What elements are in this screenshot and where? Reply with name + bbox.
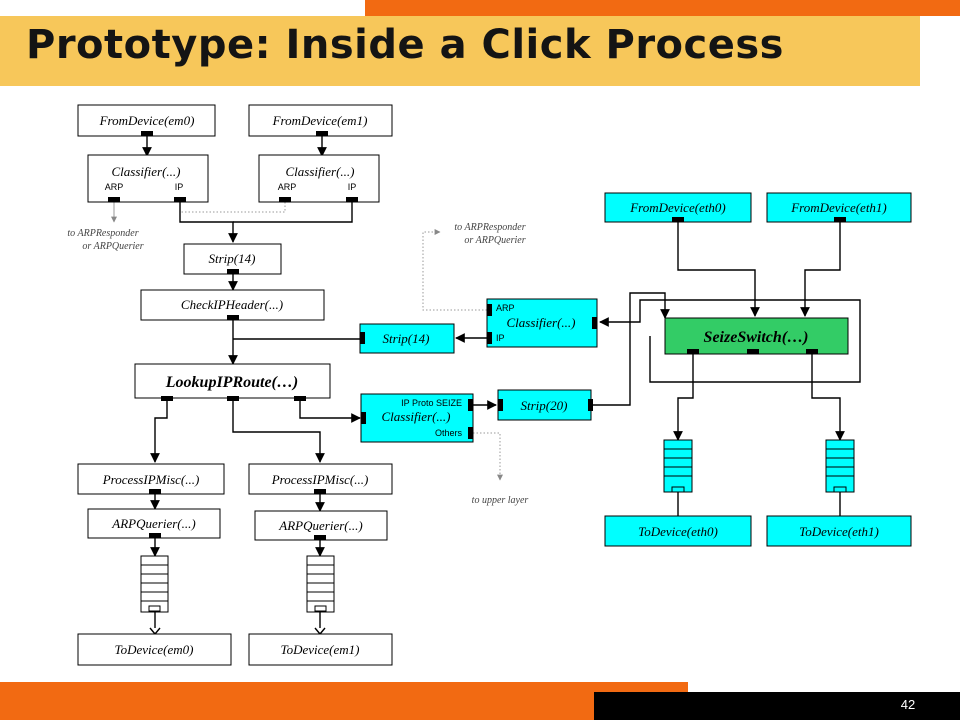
- bottom-accent-bar: [0, 682, 688, 720]
- from-device-em1-box: [248, 104, 393, 137]
- seizeswitch-box: [664, 317, 849, 355]
- classifier-em1-arp-port: ARP: [278, 182, 297, 192]
- classifier-em1-ip-port: IP: [348, 182, 357, 192]
- title-band: [0, 16, 920, 86]
- to-device-em1-label: ToDevice(em1): [281, 642, 360, 657]
- from-device-eth1-label: FromDevice(eth1): [790, 200, 887, 215]
- note-arp-left-1: to ARPResponder: [67, 228, 138, 239]
- to-device-eth0-label: ToDevice(eth0): [638, 524, 718, 539]
- to-device-eth1-box: [766, 515, 912, 547]
- strip14-middle-box: [359, 323, 455, 354]
- queue-eth1-icon: [825, 439, 855, 493]
- processipmisc-a-label: ProcessIPMisc(...): [102, 472, 200, 487]
- page-number: 42: [900, 697, 916, 712]
- queue-em1-icon: [306, 555, 335, 613]
- page-number-box: [594, 692, 960, 720]
- port-markers: [108, 131, 846, 540]
- classifier-seize-port: IP Proto SEIZE: [401, 398, 462, 408]
- to-device-em0-box: [77, 633, 232, 666]
- lookupiproute-label: LookupIPRoute(…): [165, 374, 298, 391]
- from-device-em0-box: [77, 104, 216, 137]
- from-device-em0-label: FromDevice(em0): [99, 113, 195, 128]
- classifier-arp-ip-label: Classifier(...): [507, 315, 576, 330]
- note-arp-left-2: or ARPQuerier: [82, 241, 143, 252]
- arpquerier-a-label: ARPQuerier(...): [111, 516, 195, 531]
- classifier-em0-box: [87, 154, 209, 203]
- note-arp-middle-1: to ARPResponder: [454, 222, 525, 233]
- to-device-eth0-box: [604, 515, 752, 547]
- classifier-arp-port: ARP: [496, 303, 515, 313]
- classifier-others-port: Others: [435, 428, 463, 438]
- to-device-eth1-label: ToDevice(eth1): [799, 524, 879, 539]
- seizeswitch-label: SeizeSwitch(…): [704, 329, 809, 346]
- from-device-em1-label: FromDevice(em1): [272, 113, 368, 128]
- classifier-em1-box: [258, 154, 380, 203]
- checkipheader-label: CheckIPHeader(...): [181, 297, 283, 312]
- from-device-eth0-label: FromDevice(eth0): [629, 200, 726, 215]
- classifier-seize-box: [360, 393, 474, 443]
- to-device-em1-box: [248, 633, 393, 666]
- to-device-em0-label: ToDevice(em0): [115, 642, 194, 657]
- note-arp-middle-2: or ARPQuerier: [464, 235, 525, 246]
- processipmisc-b-label: ProcessIPMisc(...): [271, 472, 369, 487]
- strip14-middle-label: Strip(14): [383, 331, 430, 346]
- strip14-left-label: Strip(14): [209, 251, 256, 266]
- queue-eth0-icon: [663, 439, 693, 493]
- strip20-label: Strip(20): [521, 398, 568, 413]
- queue-em0-icon: [140, 555, 169, 613]
- arpquerier-b-label: ARPQuerier(...): [278, 518, 362, 533]
- classifier-em0-label: Classifier(...): [112, 164, 181, 179]
- slide-title: Prototype: Inside a Click Process: [26, 22, 784, 68]
- classifier-em1-label: Classifier(...): [286, 164, 355, 179]
- classifier-seize-label: Classifier(...): [382, 409, 451, 424]
- classifier-em0-ip-port: IP: [175, 182, 184, 192]
- note-upper-layer: to upper layer: [472, 495, 529, 506]
- top-accent-bar: [365, 0, 960, 16]
- classifier-ip-port: IP: [496, 333, 505, 343]
- classifier-em0-arp-port: ARP: [105, 182, 124, 192]
